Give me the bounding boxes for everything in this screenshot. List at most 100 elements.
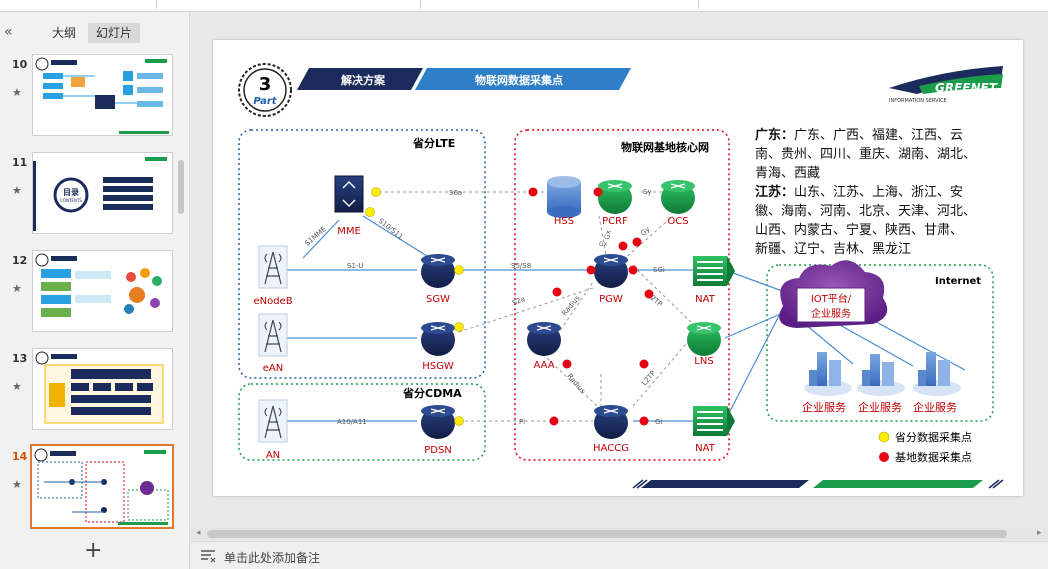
enterprise-label: 企业服务 — [913, 400, 957, 414]
plus-icon[interactable]: + — [84, 538, 103, 563]
slide-thumbnail-14[interactable]: 14 ★ — [0, 444, 186, 530]
guangdong-line: 青海、西藏 — [755, 166, 820, 181]
ribbon-1-shape — [297, 68, 423, 90]
link-label: Gy — [639, 225, 651, 237]
link-label: A10/A11 — [337, 418, 367, 426]
scroll-right-icon[interactable]: ▸ — [1037, 528, 1042, 538]
internet-group-box — [766, 264, 994, 422]
footer-stripes — [632, 479, 1004, 489]
hss-database-icon — [547, 176, 581, 218]
cdma-group-box — [238, 383, 486, 461]
notes-icon — [201, 550, 216, 563]
node-label-ean: eAN — [263, 363, 283, 374]
lte-group-box — [238, 129, 486, 379]
top-ruler-strip — [0, 0, 1048, 12]
cdma-group-label: 省分CDMA — [402, 386, 462, 400]
slide-preview — [32, 250, 173, 332]
node-label-pgw: PGW — [599, 294, 623, 305]
guangdong-label: 广东： — [755, 127, 794, 143]
panel-tabs: « 大纲 幻灯片 — [0, 12, 190, 48]
pdsn-router-icon — [421, 405, 455, 439]
jiangsu-line: 山西、内蒙古、宁夏、陕西、甘肃、 — [755, 222, 963, 238]
lns-router-icon — [687, 322, 721, 356]
legend-red-label: 基地数据采集点 — [895, 450, 972, 464]
slide-canvas: 3 Part 解决方案 物联网数据采集点 GREENET INFORMATION… — [191, 12, 1048, 527]
link-label: Gi — [655, 418, 662, 426]
antenna-icon — [258, 313, 288, 357]
legend-yellow-dot — [878, 431, 890, 443]
slide-thumbnail-10[interactable]: 10 ★ — [0, 54, 186, 144]
cloud-label-2: 企业服务 — [811, 307, 851, 320]
cloud-label-1: IOT平台/ — [811, 292, 852, 305]
node-label-lns: LNS — [694, 356, 713, 367]
double-chevron-left-icon[interactable]: « — [4, 24, 13, 40]
node-label-pcrf: PCRF — [602, 216, 628, 227]
slide-panel: « 大纲 幻灯片 10 ★ — [0, 12, 190, 569]
slide-diagram: 3 Part 解决方案 物联网数据采集点 GREENET INFORMATION… — [238, 63, 1004, 489]
horizontal-scrollbar[interactable]: ◂ ▸ — [191, 527, 1048, 541]
jiangsu-line: 山东、江苏、上海、浙江、安 — [794, 184, 963, 200]
hsgw-router-icon — [421, 322, 455, 356]
base-collection-points — [528, 187, 654, 426]
svg-text:江苏：山东、江苏、上海、浙江、安: 江苏：山东、江苏、上海、浙江、安 — [755, 184, 963, 200]
node-label-haccg: HACCG — [593, 443, 629, 454]
enterprise-building-icon — [804, 352, 852, 396]
node-label-aaa: AAA — [533, 360, 554, 371]
slide-number: 11 — [12, 156, 28, 169]
logo-sub: INFORMATION SERVICE — [889, 98, 947, 104]
ribbon-1: 解决方案 — [341, 73, 386, 87]
slide-thumbnail-list: 10 ★ — [0, 50, 190, 530]
slide-number: 12 — [12, 254, 28, 267]
guangdong-line: 南、贵州、四川、重庆、湖南、湖北、 — [755, 146, 976, 162]
core-group-box — [514, 129, 730, 461]
scrollbar-thumb[interactable] — [207, 530, 1007, 538]
mme-node-icon — [334, 175, 364, 213]
part-label: Part — [253, 96, 277, 107]
node-label-nat2: NAT — [695, 443, 716, 454]
jiangsu-line: 徽、海南、河南、北京、天津、河北、 — [755, 203, 976, 219]
enterprise-building-icon — [857, 354, 905, 396]
legend-yellow-label: 省分数据采集点 — [895, 430, 972, 444]
tab-slides[interactable]: 幻灯片 — [88, 23, 141, 43]
notes-pane[interactable]: 单击此处添加备注 — [191, 541, 1048, 569]
link-label: S1-U — [347, 262, 364, 270]
animation-star-icon: ★ — [12, 86, 22, 99]
part-number: 3 — [259, 74, 272, 95]
notes-placeholder: 单击此处添加备注 — [224, 551, 321, 565]
sgw-router-icon — [421, 254, 455, 288]
logo-text: GREENET — [935, 81, 998, 95]
panel-scrollbar[interactable] — [178, 160, 184, 214]
link-label: Gx — [599, 241, 608, 248]
node-label-enodeb: eNodeB — [253, 296, 292, 307]
jiangsu-label: 江苏： — [755, 184, 794, 200]
slide-preview-active — [30, 444, 174, 529]
aaa-router-icon — [527, 322, 561, 356]
animation-star-icon: ★ — [12, 380, 22, 393]
internet-group-label: Internet — [935, 276, 981, 287]
slide-thumbnail-11[interactable]: 11 ★ 目录 CONTENTS — [0, 152, 186, 242]
link-label: S2a — [511, 295, 526, 307]
slide-number: 10 — [12, 58, 28, 71]
guangdong-line: 广东、广西、福建、江西、云 — [794, 128, 963, 143]
scroll-left-icon[interactable]: ◂ — [196, 528, 201, 538]
tab-outline[interactable]: 大纲 — [52, 26, 77, 40]
ribbon-2: 物联网数据采集点 — [475, 73, 563, 87]
ribbon-2-shape — [415, 68, 631, 90]
slide-14[interactable]: 3 Part 解决方案 物联网数据采集点 GREENET INFORMATION… — [213, 40, 1023, 496]
pcrf-router-icon — [598, 180, 632, 214]
nat-firewall-icon — [693, 406, 735, 436]
link-label: Sy — [643, 188, 652, 196]
node-label-mme: MME — [337, 226, 361, 237]
slide-number: 14 — [12, 450, 28, 463]
slide-preview — [32, 348, 173, 430]
slide-thumbnail-12[interactable]: 12 ★ — [0, 250, 186, 340]
node-label-hsgw: HSGW — [422, 361, 454, 372]
link-label: L2TP — [640, 369, 657, 387]
slide-number: 13 — [12, 352, 28, 365]
node-labels: MME eNodeB SGW eAN HSGW AN PDSN HSS PCRF… — [253, 216, 715, 461]
thumb-title: 目录 — [63, 188, 79, 197]
provincial-collection-points — [365, 187, 464, 426]
slide-thumbnail-13[interactable]: 13 ★ — [0, 348, 186, 438]
node-label-ocs: OCS — [667, 216, 688, 227]
